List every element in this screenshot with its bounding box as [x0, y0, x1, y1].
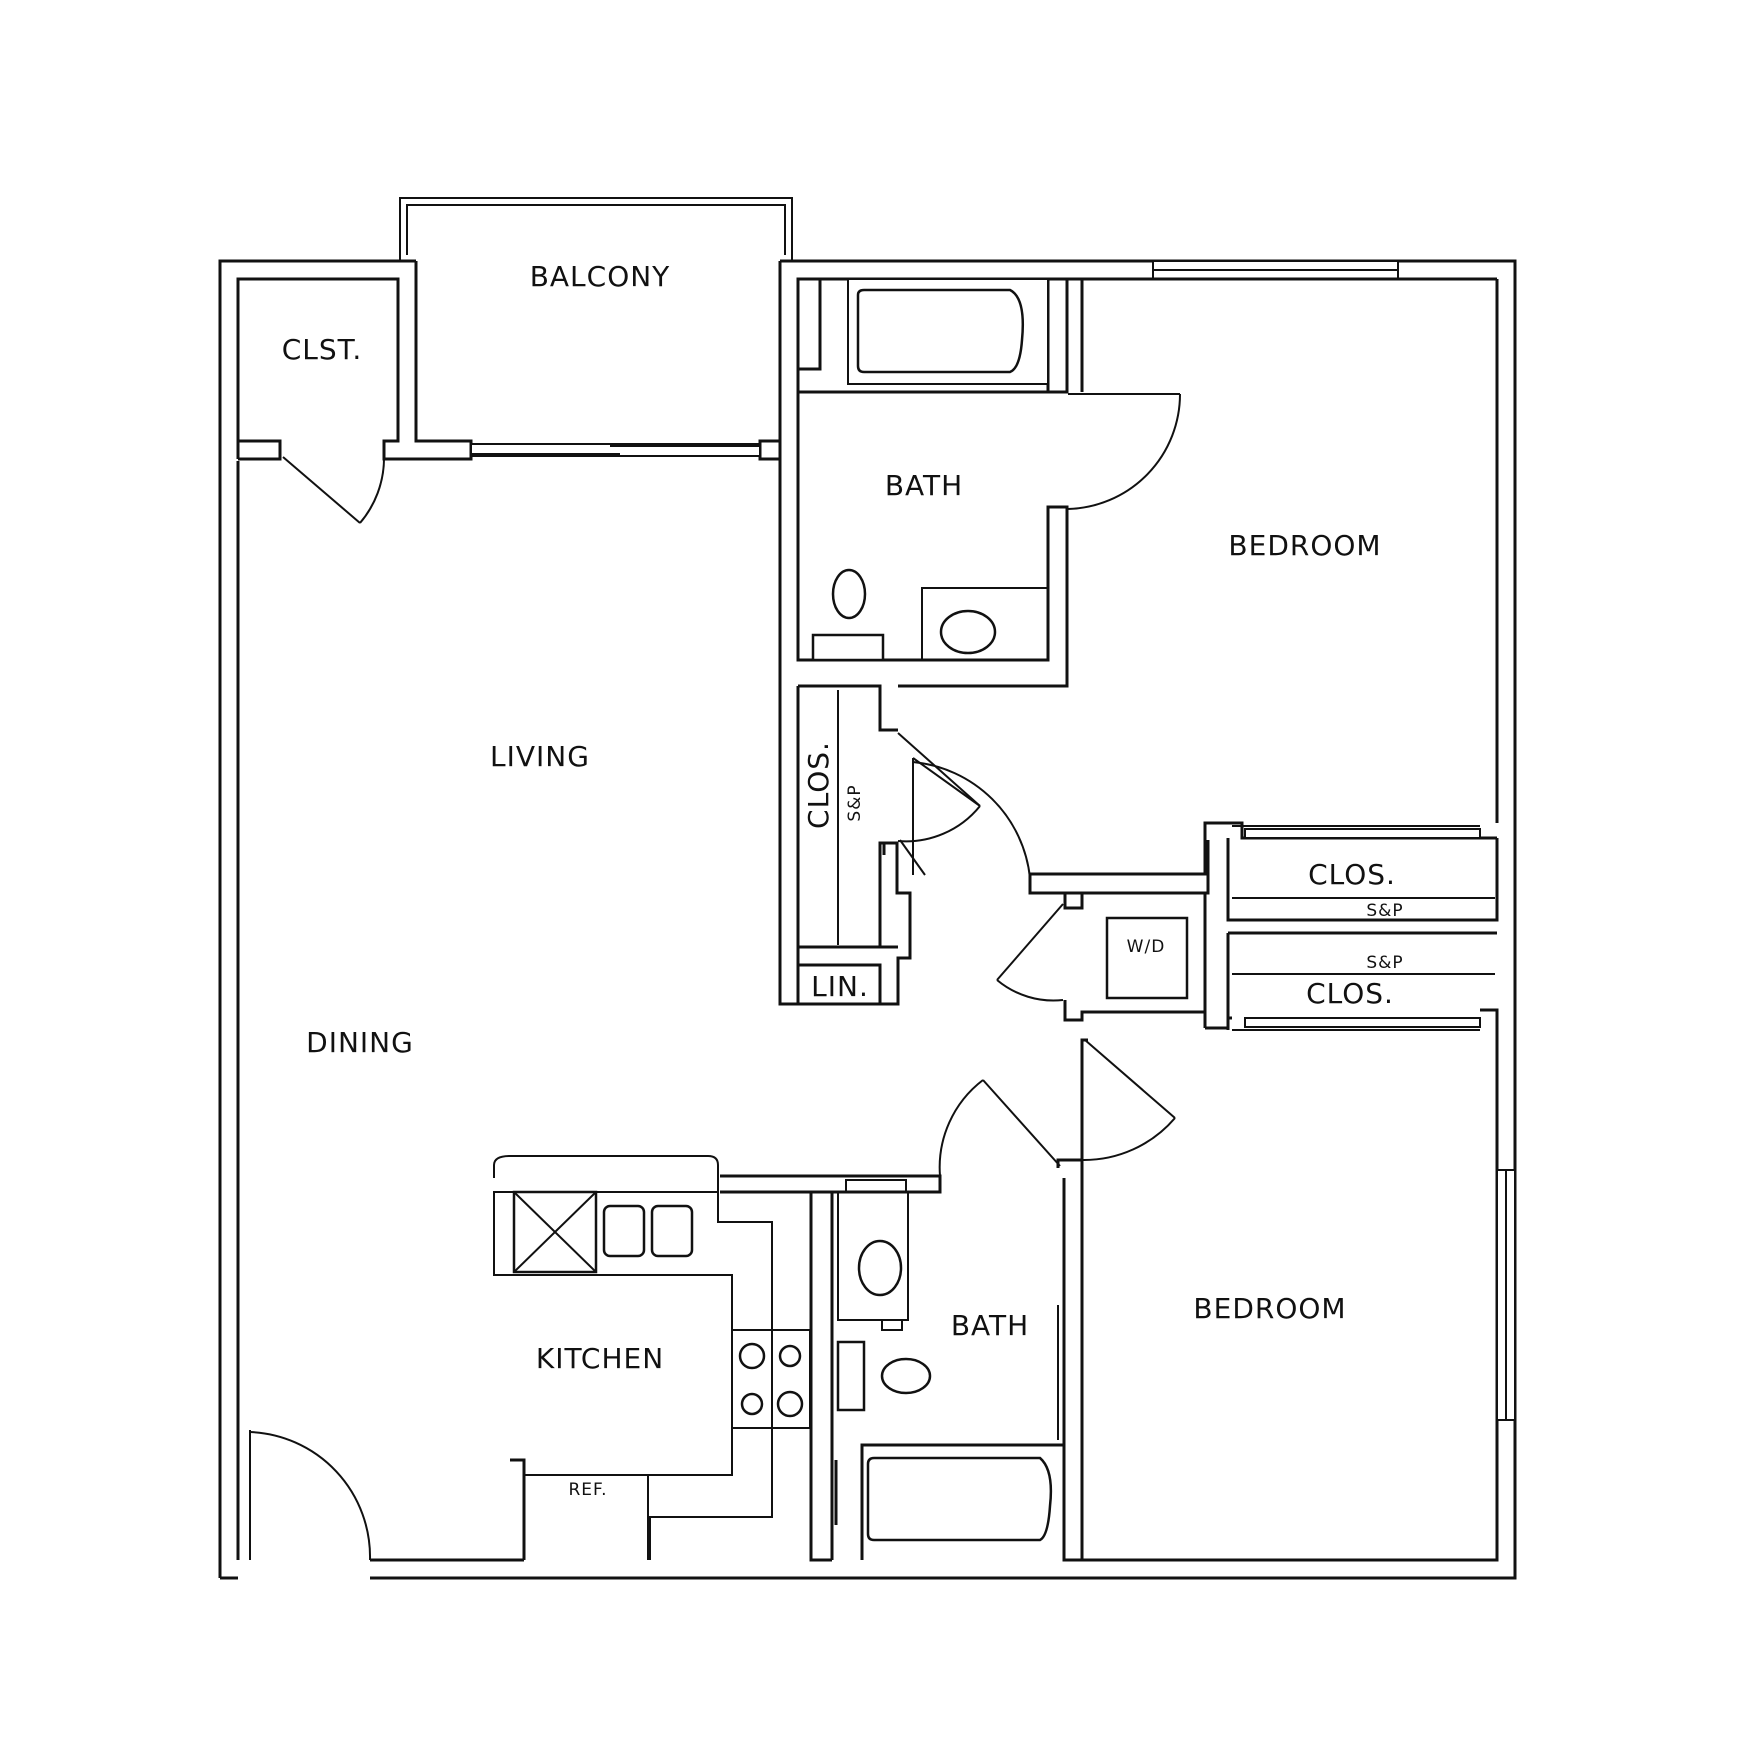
balcony: BALCONY	[382, 197, 793, 461]
bath-2-label: BATH	[951, 1309, 1029, 1342]
dining-label: DINING	[306, 1026, 414, 1059]
hall-closet-label: CLOS.	[802, 741, 835, 829]
refrigerator-label: REF.	[568, 1480, 607, 1500]
bedroom-1-closet-sp-label: S&P	[1366, 901, 1403, 921]
bedroom-1-closet: CLOS. S&P	[1226, 825, 1499, 922]
balcony-label: BALCONY	[530, 260, 671, 293]
linen-label: LIN.	[811, 970, 869, 1003]
living-label: LIVING	[490, 740, 590, 773]
linen: LIN.	[796, 945, 898, 1004]
bath-1-label: BATH	[885, 469, 963, 502]
bedroom-1-closet-label: CLOS.	[1308, 858, 1396, 891]
bedroom-2-closet-sp-label: S&P	[1366, 953, 1403, 973]
kitchen: KITCHEN REF.	[493, 1155, 942, 1562]
bedroom-1: BEDROOM	[1028, 277, 1497, 895]
bath-2: BATH	[830, 1079, 1084, 1562]
bedroom-2-label: BEDROOM	[1193, 1292, 1346, 1325]
living-dining: LIVING DINING	[249, 740, 590, 1561]
bedroom-2-closet: S&P CLOS.	[1205, 931, 1499, 1040]
bedroom-2: BEDROOM	[1080, 1038, 1346, 1325]
entry-closet-label: CLST.	[282, 333, 363, 366]
north-window	[1152, 260, 1399, 280]
kitchen-label: KITCHEN	[536, 1342, 664, 1375]
bedroom-2-closet-label: CLOS.	[1306, 977, 1394, 1010]
bedroom-1-label: BEDROOM	[1228, 529, 1381, 562]
east-window	[1496, 1169, 1516, 1421]
entry-closet: CLST.	[236, 277, 400, 524]
hall-closet: CLOS. S&P	[796, 684, 1031, 949]
laundry: W/D	[996, 891, 1207, 1028]
washer-dryer-label: W/D	[1127, 937, 1166, 957]
hall-closet-sp-label: S&P	[845, 784, 865, 821]
